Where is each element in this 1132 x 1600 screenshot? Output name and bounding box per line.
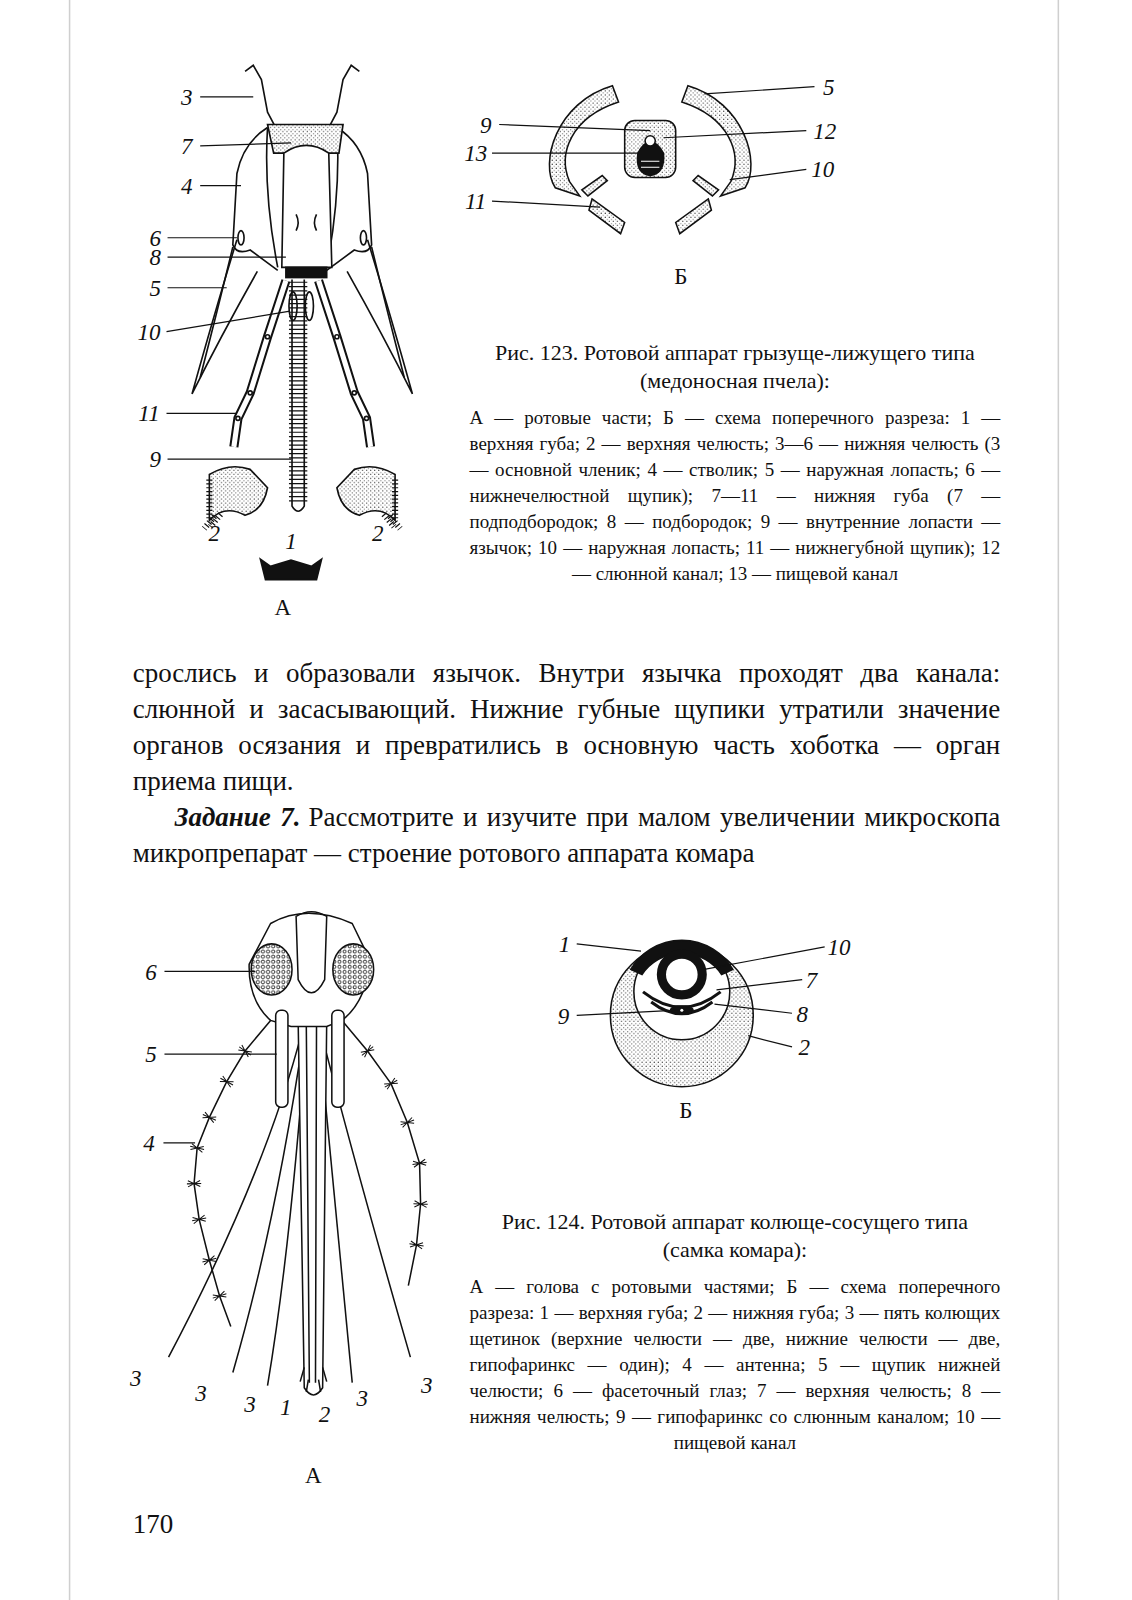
callout-number: 7: [806, 968, 818, 991]
figure-letter: А: [305, 1463, 322, 1486]
task-text: Задание 7.Рассмотрите и изучите при мало…: [133, 799, 1001, 871]
callout-number: 2: [209, 521, 221, 544]
callout-number: 4: [143, 1132, 155, 1155]
caption-text: А — ротовые части; Б — схема поперечного…: [470, 405, 1001, 587]
callout-number: 9: [480, 113, 492, 136]
bee-cross-section: [549, 86, 751, 234]
figure-letter: Б: [679, 1098, 692, 1121]
mosquito-head: [169, 912, 421, 1395]
leader-line: [163, 944, 824, 1143]
callout-number: 3: [421, 1374, 433, 1397]
callout-number: 9: [149, 448, 161, 471]
callout-number: 2: [372, 521, 384, 544]
page-number: 170: [133, 1510, 174, 1537]
callout-number: 8: [797, 1002, 809, 1025]
callout-number: 1: [285, 529, 297, 552]
callout-number: 1: [559, 933, 571, 956]
callout-number: 8: [149, 246, 161, 269]
callout-number: 3: [181, 85, 193, 108]
callout-number: 2: [319, 1402, 331, 1425]
callout-number: 6: [145, 960, 157, 983]
callout-number: 3: [195, 1382, 207, 1405]
figure-letter: Б: [674, 264, 687, 287]
callout-number: 9: [558, 1004, 570, 1027]
callout-number: 5: [823, 75, 835, 98]
page-edge: [70, 0, 1059, 1600]
task-heading: Задание 7.: [175, 802, 301, 832]
callout-number: 7: [181, 134, 193, 157]
caption-text: А — голова с ротовыми частями; Б — схема…: [470, 1274, 1001, 1456]
callout-number: 10: [138, 320, 161, 343]
leader-line: [167, 87, 815, 459]
text-column: срослись и образовали язычок. Внутри язы…: [133, 655, 1001, 871]
callout-number: 2: [799, 1036, 811, 1059]
callout-number: 11: [138, 402, 159, 425]
body-text: срослись и образовали язычок. Внутри язы…: [133, 655, 1001, 799]
callout-number: 4: [181, 174, 193, 197]
mosquito-cross-section: [610, 940, 753, 1087]
callout-number: 5: [149, 276, 161, 299]
caption-title: Рис. 123. Ротовой аппарат грызуще-лижуще…: [470, 339, 1001, 395]
callout-number: 1: [280, 1395, 292, 1418]
text-column: Рис. 123. Ротовой аппарат грызуще-лижуще…: [470, 339, 1001, 587]
callout-number: 10: [811, 158, 834, 181]
callout-number: 5: [145, 1043, 157, 1066]
callout-number: 3: [244, 1392, 256, 1415]
text-column: Рис. 124. Ротовой аппарат колюще-сосущег…: [470, 1208, 1001, 1456]
callout-number: 3: [357, 1387, 369, 1410]
callout-number: 11: [465, 190, 486, 213]
caption-title: Рис. 124. Ротовой аппарат колюще-сосущег…: [470, 1208, 1001, 1264]
callout-number: 12: [813, 119, 836, 142]
callout-number: 10: [828, 936, 851, 959]
figure-letter: А: [274, 596, 291, 619]
callout-number: 3: [130, 1366, 142, 1389]
callout-number: 13: [464, 142, 487, 165]
